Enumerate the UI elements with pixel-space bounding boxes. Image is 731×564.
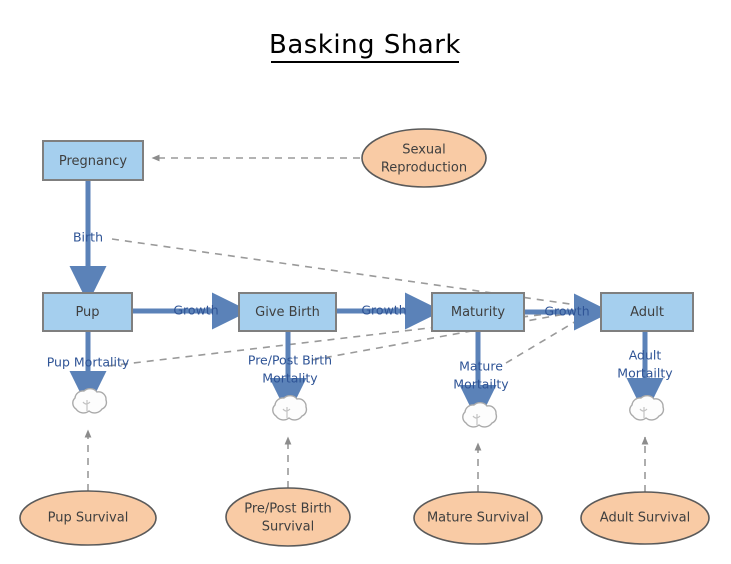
node-pup-survival-label: Pup Survival: [48, 511, 129, 526]
stock-nodes: Pregnancy Pup Give Birth Maturity Adult: [42, 140, 694, 332]
node-adult-survival-ellipse[interactable]: [580, 491, 710, 545]
link-pup-mortality-to-adult: [107, 307, 599, 367]
influence-links: [84, 154, 649, 492]
flow-label-pre-post-mortality-line1: Pre/Post Birth: [248, 353, 332, 368]
flow-label-adult-mortality-line2: Mortailty: [617, 366, 673, 381]
flow-label-growth-give-birth: Growth: [361, 303, 406, 318]
node-adult[interactable]: Adult: [600, 292, 694, 332]
link-birth-to-adult: [111, 238, 599, 309]
node-sexual-reproduction[interactable]: Sexual Reproduction: [361, 128, 487, 188]
node-pup-label: Pup: [75, 305, 99, 320]
link-mature-mortality-to-adult: [505, 307, 599, 364]
flow-label-birth: Birth: [73, 230, 103, 245]
node-maturity[interactable]: Maturity: [431, 292, 525, 332]
flow-label-pup-mortality: Pup Mortality: [47, 355, 130, 370]
cloud-icon-pre-post-sink: [272, 395, 308, 421]
node-adult-label: Adult: [630, 305, 664, 320]
node-pup[interactable]: Pup: [42, 292, 133, 332]
flow-label-growth-maturity: Growth: [544, 304, 589, 319]
node-pre-post-birth-survival-ellipse[interactable]: [225, 487, 351, 547]
node-maturity-box[interactable]: [431, 292, 525, 332]
page-title: Basking Shark: [269, 30, 461, 63]
cloud-sinks: [72, 388, 665, 428]
node-sexual-reproduction-label-line1: Sexual: [402, 143, 446, 158]
flow-label-pre-post-mortality-line2: Mortality: [262, 371, 318, 386]
node-pregnancy-box[interactable]: [42, 140, 144, 181]
node-mature-survival[interactable]: Mature Survival: [413, 491, 543, 545]
node-pregnancy[interactable]: Pregnancy: [42, 140, 144, 181]
node-give-birth[interactable]: Give Birth: [238, 292, 337, 332]
page-title-text: Basking Shark: [269, 30, 461, 60]
node-give-birth-label: Give Birth: [255, 305, 320, 320]
cloud-icon-mature-sink: [462, 402, 498, 428]
node-pre-post-birth-survival[interactable]: Pre/Post Birth Survival: [225, 487, 351, 547]
node-maturity-label: Maturity: [451, 305, 506, 320]
variable-nodes: Sexual Reproduction Pup Survival Pre/Pos…: [19, 128, 710, 547]
link-pre-post-mortality-to-adult: [311, 307, 599, 361]
node-pregnancy-label: Pregnancy: [59, 154, 128, 169]
node-adult-box[interactable]: [600, 292, 694, 332]
node-mature-survival-ellipse[interactable]: [413, 491, 543, 545]
node-sexual-reproduction-ellipse[interactable]: [361, 128, 487, 188]
cloud-icon-adult-sink: [629, 395, 665, 421]
flow-label-mature-mortality-line1: Mature: [459, 359, 503, 374]
node-mature-survival-label: Mature Survival: [427, 511, 529, 526]
node-pre-post-birth-survival-label-line2: Survival: [262, 520, 314, 535]
flow-labels: Birth Growth Growth Growth Pup Mortality…: [47, 230, 674, 392]
node-pup-box[interactable]: [42, 292, 133, 332]
flow-label-mature-mortality-line2: Mortailty: [453, 377, 509, 392]
flow-connectors: [69, 181, 664, 423]
node-adult-survival[interactable]: Adult Survival: [580, 491, 710, 545]
node-give-birth-box[interactable]: [238, 292, 337, 332]
cloud-icon-pup-sink: [72, 388, 108, 414]
node-sexual-reproduction-label-line2: Reproduction: [381, 161, 467, 176]
flow-label-adult-mortality-line1: Adult: [629, 348, 662, 363]
node-pup-survival[interactable]: Pup Survival: [19, 490, 157, 546]
flow-label-growth-pup: Growth: [173, 303, 218, 318]
node-adult-survival-label: Adult Survival: [600, 511, 690, 526]
node-pup-survival-ellipse[interactable]: [19, 490, 157, 546]
node-pre-post-birth-survival-label-line1: Pre/Post Birth: [244, 502, 332, 517]
